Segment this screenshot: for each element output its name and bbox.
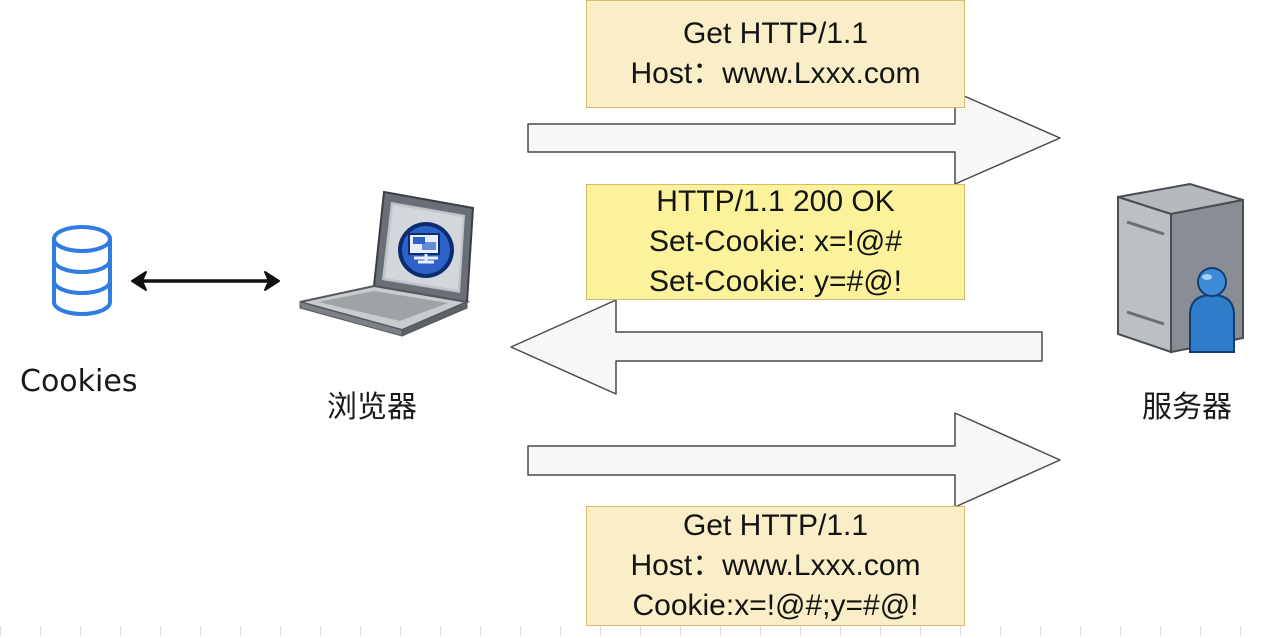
cookies-browser-arrow bbox=[131, 271, 280, 291]
response-line: HTTP/1.1 200 OK bbox=[656, 185, 895, 218]
cookies-label: Cookies bbox=[20, 364, 138, 399]
laptop-icon bbox=[299, 190, 475, 337]
response-note: HTTP/1.1 200 OK Set-Cookie: x=!@# Set-Co… bbox=[586, 184, 965, 300]
request1-arrow bbox=[527, 91, 1061, 185]
server-label: 服务器 bbox=[1142, 390, 1232, 425]
request2-line: Host：www.Lxxx.com bbox=[630, 549, 921, 582]
response-line: Set-Cookie: y=#@! bbox=[648, 265, 903, 298]
browser-label: 浏览器 bbox=[327, 390, 417, 425]
response-arrow bbox=[510, 299, 1043, 395]
bottom-dotted-divider bbox=[0, 626, 1262, 636]
request2-line: Get HTTP/1.1 bbox=[682, 509, 869, 542]
request2-line: Cookie:x=!@#;y=#@! bbox=[632, 589, 919, 622]
request2-arrow bbox=[527, 412, 1061, 508]
request1-note: Get HTTP/1.1 Host：www.Lxxx.com bbox=[586, 0, 965, 108]
response-line: Set-Cookie: x=!@# bbox=[648, 225, 903, 258]
request1-line: Get HTTP/1.1 bbox=[682, 17, 869, 50]
request1-line: Host：www.Lxxx.com bbox=[630, 57, 921, 90]
server-tower-icon bbox=[1117, 182, 1244, 354]
request2-note: Get HTTP/1.1 Host：www.Lxxx.com Cookie:x=… bbox=[586, 506, 965, 626]
database-icon bbox=[52, 225, 112, 316]
